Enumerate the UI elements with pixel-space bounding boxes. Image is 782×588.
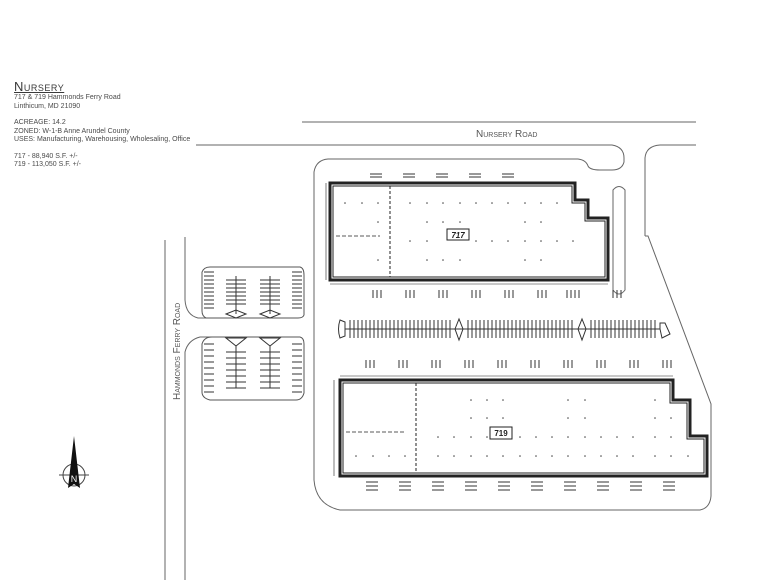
building-717-stalls-bottom	[372, 290, 622, 298]
north-label: N	[71, 474, 78, 484]
left-parking-lot	[201, 266, 305, 401]
building-719	[333, 375, 709, 478]
building-719-area: 719 - 113,050 S.F. +/-	[14, 161, 81, 168]
building-717-tag	[446, 228, 470, 241]
site-title: Nursery	[14, 79, 65, 94]
address-line-2: Linthicum, MD 21090	[14, 102, 81, 110]
address-line-1: 717 & 719 Hammonds Ferry Road	[14, 94, 121, 101]
building-719-stalls-top	[365, 360, 672, 368]
hammonds-ferry-road	[164, 237, 216, 580]
nursery-road-label: Nursery Road	[476, 129, 537, 140]
building-717-label: 717	[451, 231, 465, 240]
building-719-label: 719	[494, 429, 508, 438]
building-719-tag	[489, 426, 513, 440]
north-arrow-icon: N	[59, 436, 89, 488]
building-719-columns	[355, 399, 689, 457]
acreage: ACREAGE: 14.2	[14, 119, 66, 126]
left-parking-stalls	[204, 271, 302, 393]
building-717-docks-top	[370, 173, 514, 178]
center-parking-stalls	[349, 320, 656, 338]
uses: USES: Manufacturing, Warehousing, Wholes…	[14, 136, 191, 143]
site-boundary	[313, 180, 712, 511]
building-717-area: 717 - 88,940 S.F. +/-	[14, 152, 78, 160]
building-717-columns	[344, 202, 574, 261]
building-717	[325, 181, 610, 285]
nursery-road	[196, 121, 696, 236]
building-719-docks-bottom	[366, 481, 675, 491]
hammonds-ferry-road-label: Hammonds Ferry Road	[172, 303, 183, 400]
zoning: ZONED: W-1-B Anne Arundel County	[14, 127, 130, 135]
site-info-block: Nursery 717 & 719 Hammonds Ferry Road Li…	[14, 80, 190, 170]
